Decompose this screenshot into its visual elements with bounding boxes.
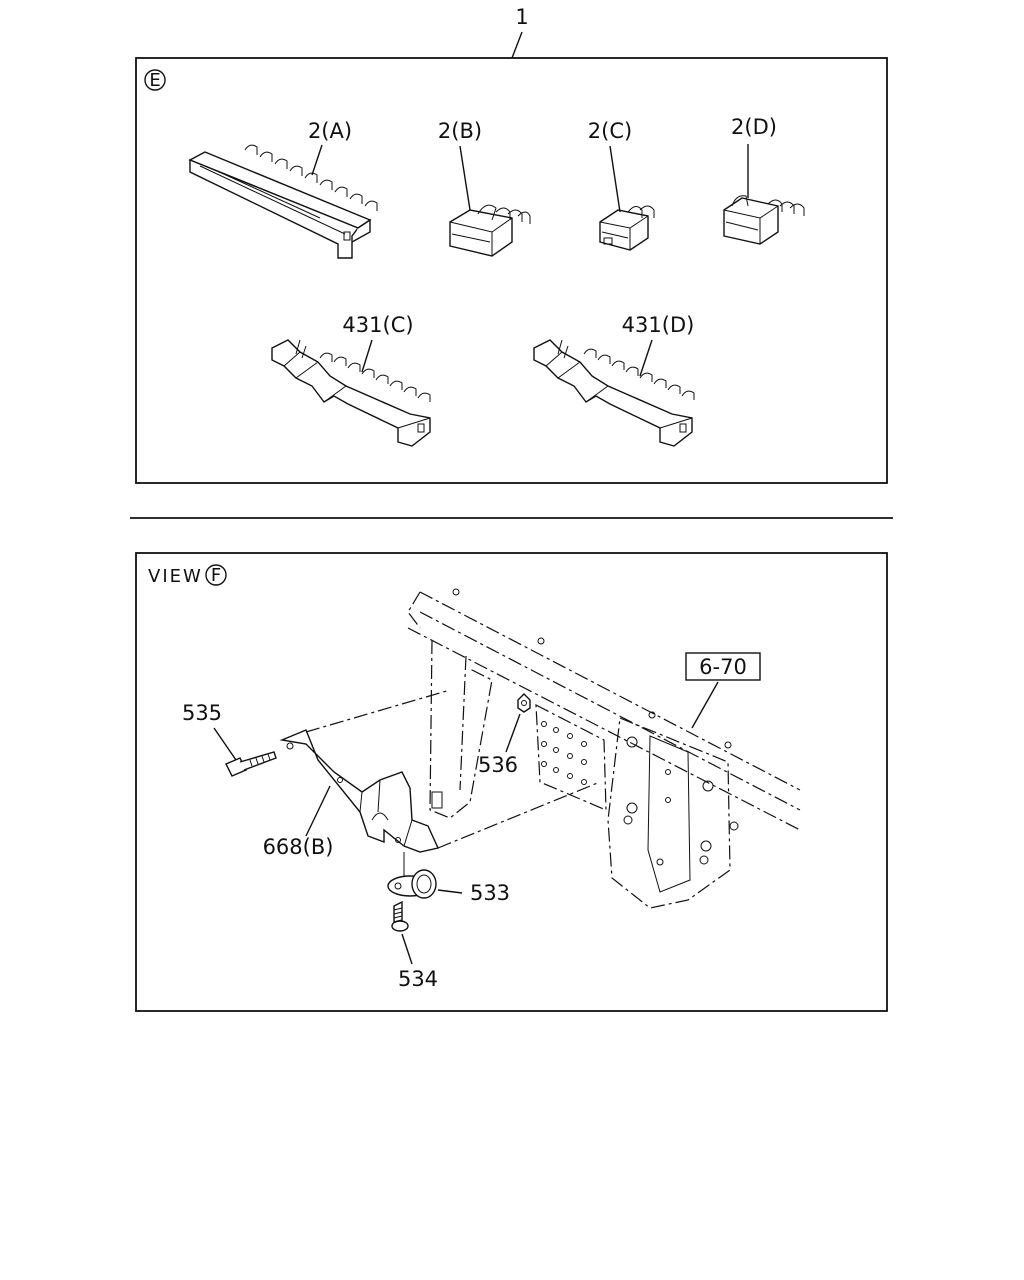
bolt-535 <box>225 751 277 777</box>
bottom-panel-frame <box>135 552 888 1012</box>
install-line-2 <box>437 781 601 849</box>
ref-box-6-70[interactable]: 6-70 <box>685 652 761 681</box>
leader-2c <box>609 145 621 213</box>
label-534: 534 <box>398 967 438 991</box>
label-533: 533 <box>470 881 510 905</box>
leader-668b <box>305 785 331 837</box>
bottom-panel: VIEW F <box>135 552 888 1012</box>
view-marker-letter: E <box>149 70 160 91</box>
leader-536 <box>505 713 521 753</box>
callout-1: 1 <box>515 5 528 29</box>
connector-2c <box>599 205 655 251</box>
view-f-title: VIEW F <box>148 564 227 587</box>
leader-431c <box>361 339 373 373</box>
connector-431c <box>271 339 431 447</box>
connector-2b <box>449 204 531 257</box>
view-marker-e: E <box>144 69 166 91</box>
label-431c: 431(C) <box>342 313 413 337</box>
ref-box-frame <box>685 652 761 681</box>
top-panel: 1 E <box>135 5 888 484</box>
label-2b: 2(B) <box>438 119 482 143</box>
leader-534 <box>401 933 413 965</box>
view-marker-circle <box>144 69 166 91</box>
callout-1-leader <box>511 31 523 59</box>
leader-2b <box>459 145 471 211</box>
leader-533 <box>437 889 463 894</box>
screw-534 <box>391 852 409 932</box>
label-2a: 2(A) <box>308 119 352 143</box>
label-2c: 2(C) <box>588 119 632 143</box>
bracket-668b <box>279 729 439 853</box>
connector-2d <box>723 195 805 245</box>
label-536: 536 <box>478 753 518 777</box>
leader-535 <box>213 727 237 761</box>
view-title-text: VIEW <box>148 566 203 587</box>
leader-6-70 <box>691 681 719 729</box>
nut-536 <box>517 693 531 713</box>
label-2d: 2(D) <box>731 115 777 139</box>
connector-431d <box>533 339 695 447</box>
frame-bracket <box>429 639 739 909</box>
label-431d: 431(D) <box>622 313 695 337</box>
top-panel-frame <box>135 57 888 484</box>
view-marker-circle-f <box>205 564 227 586</box>
label-535: 535 <box>182 701 222 725</box>
leader-2a <box>311 144 323 176</box>
frame-rail <box>407 588 801 831</box>
leader-431d <box>639 339 653 377</box>
label-668b: 668(B) <box>263 835 334 859</box>
ref-box-text: 6-70 <box>699 655 747 679</box>
clip-533 <box>387 869 437 899</box>
view-marker-letter-f: F <box>211 565 221 586</box>
install-line-1 <box>305 689 451 733</box>
connector-2a <box>188 144 378 259</box>
